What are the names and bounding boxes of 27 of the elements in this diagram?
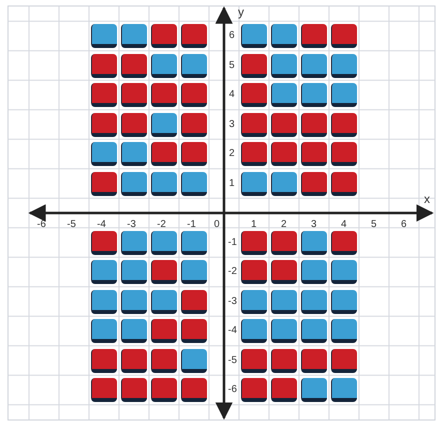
tick-label: 2 bbox=[281, 219, 287, 230]
tick-label: -2 bbox=[228, 266, 237, 277]
tick-label: -1 bbox=[187, 219, 196, 230]
tick-label: 6 bbox=[401, 219, 407, 230]
tick-label: 0 bbox=[214, 219, 220, 230]
tick-label: -3 bbox=[228, 296, 237, 306]
tick-label: 2 bbox=[229, 148, 235, 159]
tick-label: -5 bbox=[67, 219, 76, 230]
tick-label: 1 bbox=[229, 178, 235, 188]
tick-label: -3 bbox=[127, 219, 136, 230]
tick-label: 3 bbox=[311, 219, 317, 230]
axis-label: x bbox=[424, 193, 430, 206]
tick-label: -5 bbox=[228, 354, 237, 366]
tick-label: -6 bbox=[37, 219, 46, 230]
tick-label: 5 bbox=[371, 219, 377, 230]
tick-label: 1 bbox=[251, 219, 257, 230]
tick-label: -1 bbox=[228, 236, 237, 248]
tick-label: -4 bbox=[228, 325, 237, 336]
tick-label: 3 bbox=[229, 118, 235, 130]
tick-label: 4 bbox=[229, 89, 235, 100]
axis-label: y bbox=[238, 6, 244, 19]
tick-label: 6 bbox=[229, 30, 235, 41]
tick-label: -2 bbox=[157, 219, 166, 230]
tick-label: 4 bbox=[341, 219, 347, 230]
tick-label: -4 bbox=[97, 219, 106, 230]
tick-label: 5 bbox=[229, 60, 235, 70]
tick-label: -6 bbox=[228, 384, 237, 395]
